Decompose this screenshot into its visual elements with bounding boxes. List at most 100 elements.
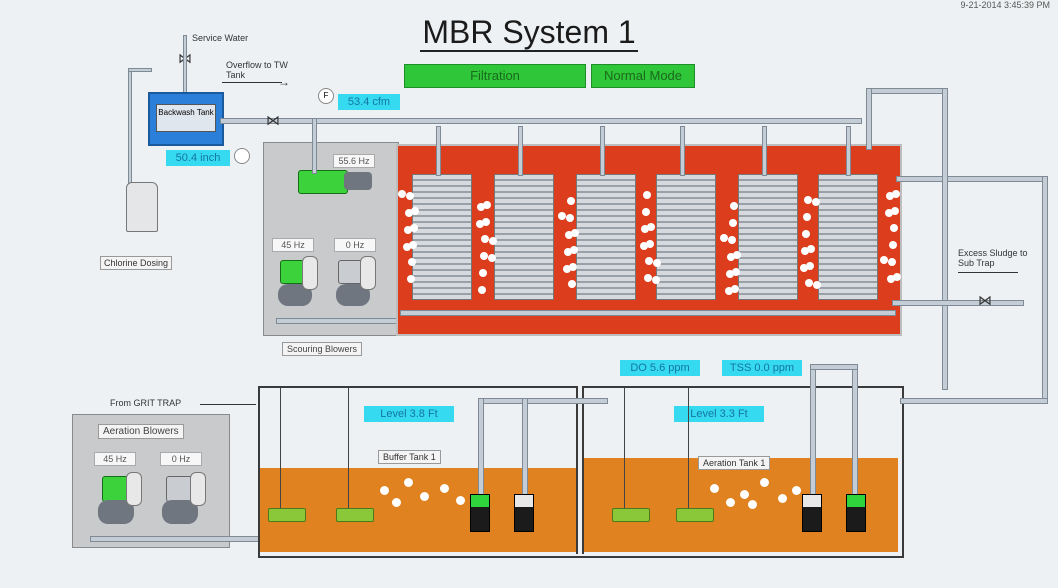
- air-bubble: [408, 258, 416, 266]
- transfer-pipe-down-1: [478, 398, 484, 496]
- air-bubble: [646, 240, 654, 248]
- diffuser-icon: [268, 508, 306, 522]
- air-bubble: [800, 264, 808, 272]
- air-bubble: [640, 242, 648, 250]
- aeration-tank-liquid[interactable]: [584, 458, 898, 552]
- air-bubble: [729, 219, 737, 227]
- air-bubble: [488, 254, 496, 262]
- air-bubble: [801, 247, 809, 255]
- air-bubble: [730, 202, 738, 210]
- permeate-riser-4: [680, 126, 685, 176]
- tank-divider: [576, 386, 584, 554]
- backwash-pump-body: [344, 172, 372, 190]
- air-bubble: [405, 209, 413, 217]
- air-bubble: [710, 484, 719, 493]
- scouring-blower-1[interactable]: [276, 254, 320, 310]
- air-bubble: [732, 268, 740, 276]
- air-bubble: [803, 213, 811, 221]
- air-bubble: [644, 274, 652, 282]
- diffuser-drop-1: [280, 388, 281, 508]
- aeration-blower-2[interactable]: [160, 468, 208, 528]
- air-bubble: [812, 198, 820, 206]
- air-bubble: [477, 203, 485, 211]
- overflow-label: Overflow to TW Tank: [226, 60, 288, 80]
- excess-sludge-arrow: [958, 272, 1018, 273]
- pressure-gauge-icon: [234, 148, 250, 164]
- pump-icon[interactable]: [470, 494, 490, 532]
- blower-icon: [278, 284, 312, 306]
- air-bubble: [802, 230, 810, 238]
- backwash-pump-icon[interactable]: [298, 170, 348, 194]
- transfer-pipe-down-2: [522, 398, 528, 496]
- chlorine-tank[interactable]: [126, 182, 158, 232]
- membrane-module-1[interactable]: [412, 174, 472, 300]
- air-bubble: [760, 478, 769, 487]
- air-bubble: [653, 259, 661, 267]
- timestamp: 9-21-2014 3:45:39 PM: [960, 0, 1050, 10]
- scouring-blower-2-speed: 0 Hz: [334, 238, 376, 252]
- air-bubble: [728, 236, 736, 244]
- valve-icon[interactable]: ⋈: [978, 292, 992, 308]
- transfer-pipe: [478, 398, 608, 404]
- air-bubble: [566, 214, 574, 222]
- chlorine-dosing-label: Chlorine Dosing: [100, 256, 173, 270]
- status-normal-mode: Normal Mode: [591, 64, 695, 88]
- air-bubble: [652, 276, 660, 284]
- permeate-riser-1: [436, 126, 441, 176]
- arrow-icon: →: [278, 75, 290, 89]
- air-bubble: [892, 190, 900, 198]
- membrane-module-5[interactable]: [738, 174, 798, 300]
- permeate-outlet-right: [942, 88, 948, 390]
- air-bubble: [805, 279, 813, 287]
- membrane-module-4[interactable]: [656, 174, 716, 300]
- permeate-outlet-top: [866, 88, 948, 94]
- pump-icon[interactable]: [802, 494, 822, 532]
- air-bubble: [642, 208, 650, 216]
- membrane-module-3[interactable]: [576, 174, 636, 300]
- air-bubble: [740, 490, 749, 499]
- air-bubble: [891, 207, 899, 215]
- scouring-blower-1-speed: 45 Hz: [272, 238, 314, 252]
- diffuser-icon: [676, 508, 714, 522]
- backwash-flow-tag: 53.4 cfm: [338, 94, 400, 110]
- membrane-module-6[interactable]: [818, 174, 878, 300]
- overflow-arrow-line: [222, 82, 282, 83]
- air-bubble: [380, 486, 389, 495]
- return-pipe-bottom: [900, 398, 1048, 404]
- pump-icon[interactable]: [846, 494, 866, 532]
- air-bubble: [483, 201, 491, 209]
- air-bubble: [568, 280, 576, 288]
- membrane-module-2[interactable]: [494, 174, 554, 300]
- air-bubble: [489, 237, 497, 245]
- air-bubble: [476, 220, 484, 228]
- blower-icon: [336, 284, 370, 306]
- air-bubble: [406, 192, 414, 200]
- flow-meter-icon: F: [318, 88, 334, 104]
- backwash-tank[interactable]: Backwash Tank: [148, 92, 224, 146]
- aeration-blower-1-speed: 45 Hz: [94, 452, 136, 466]
- air-bubble: [398, 190, 406, 198]
- status-filtration: Filtration: [404, 64, 586, 88]
- air-bubble: [733, 251, 741, 259]
- backwash-pump-speed: 55.6 Hz: [333, 154, 375, 168]
- buffer-level-tag: Level 3.8 Ft: [364, 406, 454, 422]
- scouring-blower-2[interactable]: [334, 254, 378, 310]
- aeration-blower-2-speed: 0 Hz: [160, 452, 202, 466]
- diffuser-drop-3: [624, 388, 625, 508]
- service-water-pipe: [183, 35, 187, 93]
- air-bubble: [804, 196, 812, 204]
- valve-icon[interactable]: ⋈: [266, 112, 280, 128]
- air-bubble: [404, 226, 412, 234]
- aeration-blower-1[interactable]: [96, 468, 144, 528]
- air-bubble: [480, 252, 488, 260]
- diffuser-drop-4: [688, 388, 689, 508]
- aer-pump-riser-1: [810, 364, 816, 496]
- air-bubble: [409, 241, 417, 249]
- pump-icon[interactable]: [514, 494, 534, 532]
- return-pipe: [896, 176, 1048, 182]
- air-bubble: [643, 191, 651, 199]
- backwash-tank-label: Backwash Tank: [156, 104, 216, 132]
- air-bubble: [727, 253, 735, 261]
- air-bubble: [571, 229, 579, 237]
- service-water-label: Service Water: [192, 33, 249, 43]
